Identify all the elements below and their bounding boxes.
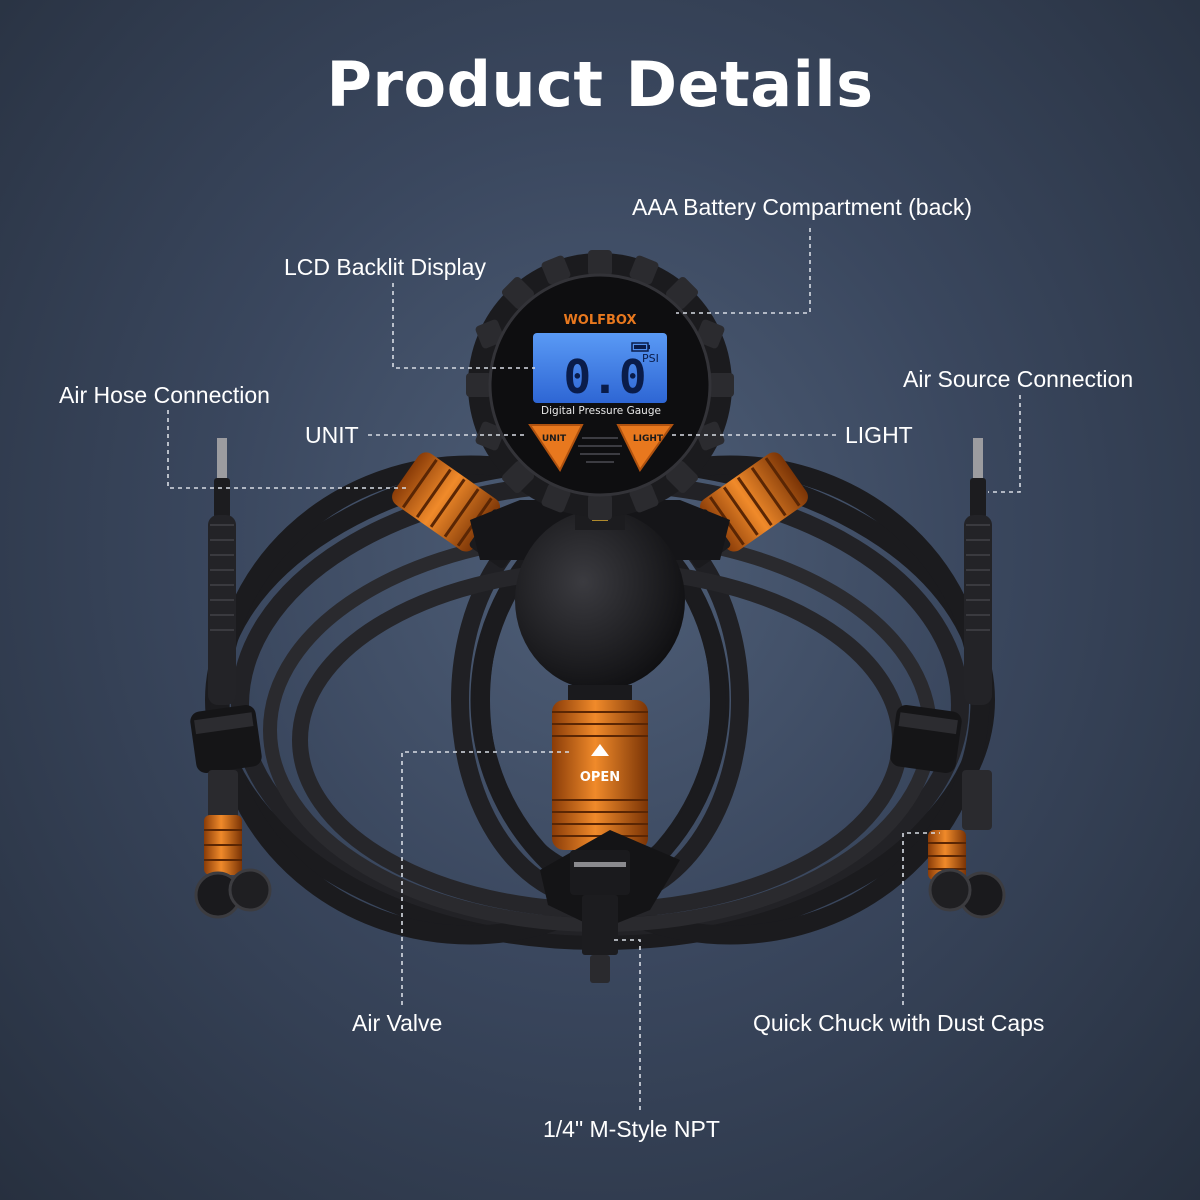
hose-strap-right (890, 705, 962, 773)
callout-lines (167, 228, 1021, 1110)
label-air-valve: Air Valve (352, 1010, 443, 1036)
hub-body (470, 500, 730, 690)
hose-strap-left (190, 705, 262, 773)
gauge-caption: Digital Pressure Gauge (541, 405, 661, 417)
label-air-hose-connection: Air Hose Connection (59, 382, 270, 408)
label-air-source-connection: Air Source Connection (903, 366, 1134, 392)
label-quick-chuck: Quick Chuck with Dust Caps (753, 1010, 1045, 1036)
label-battery-compartment: AAA Battery Compartment (back) (632, 194, 973, 220)
valve-open-text: OPEN (580, 770, 620, 785)
page-title: Product Details (326, 48, 874, 121)
air-valve-sleeve (552, 685, 648, 850)
label-npt: 1/4" M-Style NPT (543, 1116, 720, 1142)
lcd-reading: 0.0 (563, 350, 646, 404)
brand-logo: WOLFBOX (563, 313, 636, 328)
speaker-grille-icon (578, 437, 622, 463)
label-light: LIGHT (845, 422, 913, 448)
right-hose-connector (964, 438, 992, 705)
right-quick-chuck (928, 770, 1006, 919)
unit-button-text: UNIT (542, 434, 567, 444)
npt-plug (570, 850, 630, 983)
left-hose-connector (208, 438, 236, 705)
label-unit: UNIT (305, 422, 359, 448)
light-button-shape (616, 424, 674, 472)
battery-icon (631, 342, 650, 352)
unit-button-shape (528, 424, 584, 473)
left-quick-chuck (194, 770, 272, 919)
lcd-unit: PSI (642, 352, 659, 365)
label-lcd-display: LCD Backlit Display (284, 254, 486, 280)
light-button-text: LIGHT (633, 434, 664, 444)
arrow-up-icon (591, 744, 609, 756)
